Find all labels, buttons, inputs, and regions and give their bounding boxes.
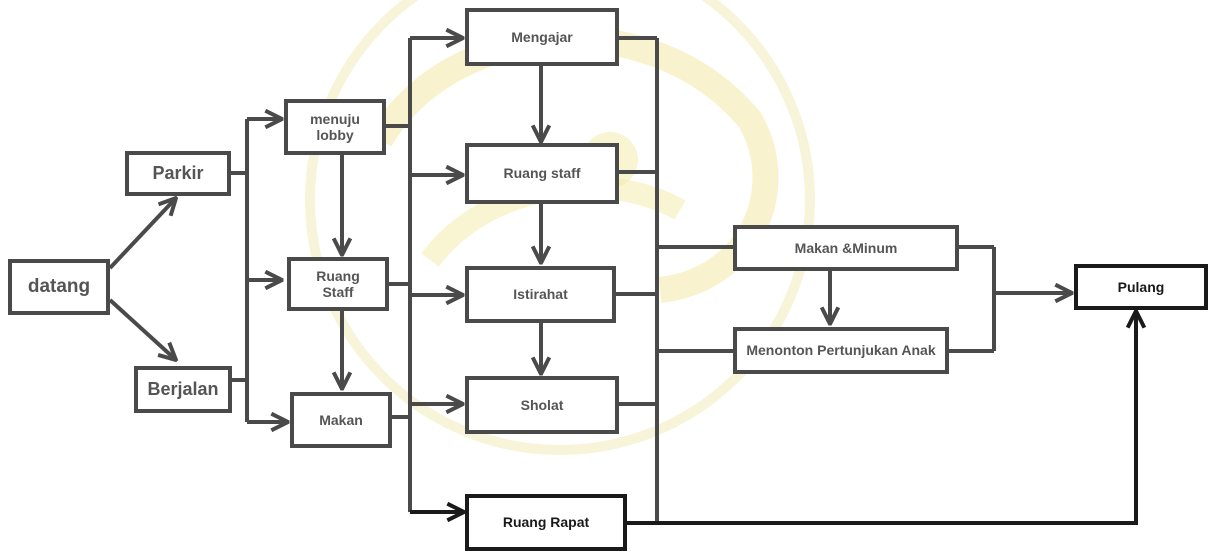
node-menuju-lobby-label: menuju lobby [310,110,360,143]
node-makan: Makan [290,392,392,448]
node-ruang-staff-1-label: Ruang Staff [316,267,360,300]
node-makan-minum-label: Makan &Minum [794,239,898,256]
node-istirahat: Istirahat [465,266,616,323]
node-ruang-rapat-label: Ruang Rapat [502,514,590,531]
node-datang: datang [8,259,110,315]
edge-datang-parkir [108,198,176,270]
node-ruang-rapat: Ruang Rapat [465,494,627,551]
node-pulang-label: Pulang [1117,278,1165,295]
node-parkir-label: Parkir [152,163,204,184]
node-parkir: Parkir [125,151,231,196]
edge-ruang-rapat-pulang [627,311,1136,525]
node-menonton: Menonton Pertunjukan Anak [733,327,949,374]
node-datang-label: datang [27,276,91,298]
node-ruang-staff-2: Ruang staff [465,143,619,204]
node-mengajar: Mengajar [465,8,619,66]
node-pulang: Pulang [1074,264,1208,310]
node-makan-label: Makan [319,411,363,428]
node-ruang-staff-2-label: Ruang staff [503,165,581,182]
node-menonton-label: Menonton Pertunjukan Anak [746,342,936,359]
node-menuju-lobby: menuju lobby [284,99,386,155]
node-sholat-label: Sholat [520,396,564,413]
node-berjalan: Berjalan [134,366,232,413]
node-mengajar-label: Mengajar [511,28,573,45]
node-makan-minum: Makan &Minum [733,225,959,271]
node-sholat: Sholat [465,376,619,434]
node-berjalan-label: Berjalan [147,379,219,400]
node-istirahat-label: Istirahat [513,286,568,303]
edge-datang-berjalan [108,298,176,360]
node-ruang-staff-1: Ruang Staff [287,257,389,311]
